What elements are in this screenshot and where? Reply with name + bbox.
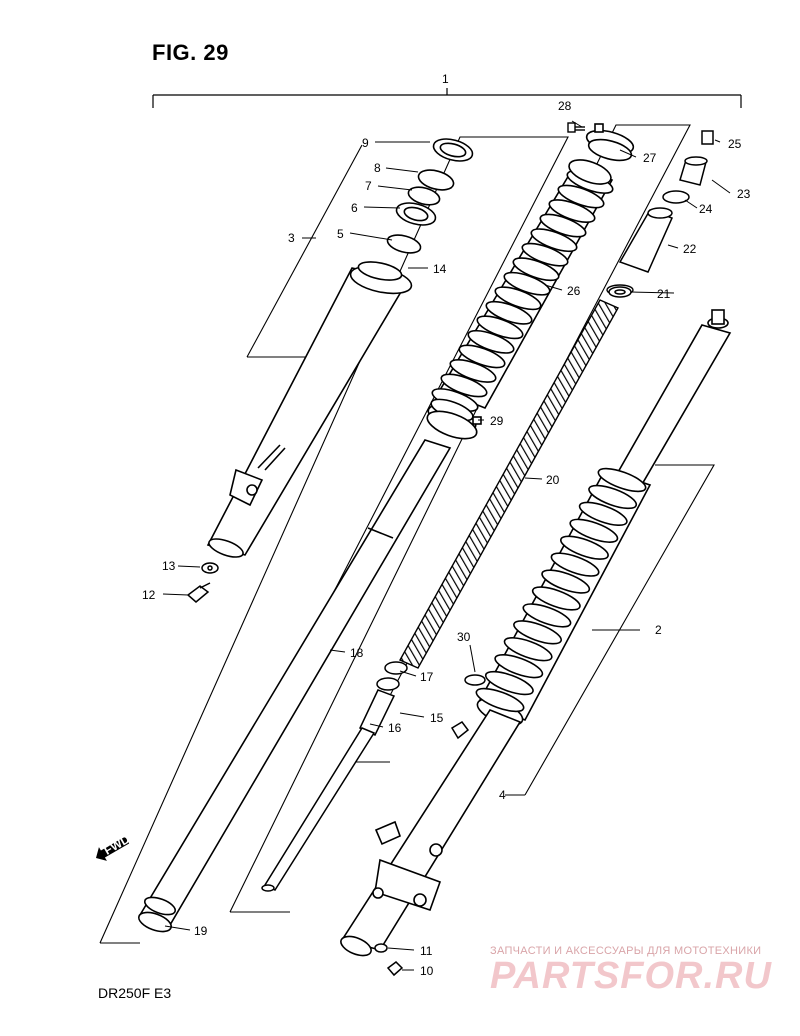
boot-fold xyxy=(503,637,553,662)
callout-20: 20 xyxy=(546,473,560,487)
boot-fold xyxy=(521,242,569,267)
drain-bolt-and-washer xyxy=(186,562,219,603)
figure-title: FIG. 29 xyxy=(152,40,229,65)
callout-4: 4 xyxy=(499,788,506,802)
leader-lines xyxy=(162,120,731,971)
watermark-tagline: ЗАПЧАСТИ И АКСЕССУАРЫ ДЛЯ МОТОТЕХНИКИ xyxy=(490,945,762,957)
callout-24: 24 xyxy=(699,202,713,216)
callout-16: 16 xyxy=(388,721,402,735)
boot-fold xyxy=(597,467,647,493)
callout-numbers: 1 2 3 4 5 6 7 8 9 10 11 12 13 14 15 16 1… xyxy=(142,72,751,978)
boot-clamp-30 xyxy=(450,674,486,740)
boot-fold xyxy=(539,213,587,238)
boot-fold xyxy=(550,552,600,577)
boot-fold xyxy=(569,518,619,543)
callout-10: 10 xyxy=(420,964,434,978)
boot-clamp-lower xyxy=(426,410,482,440)
callout-5: 5 xyxy=(337,227,344,241)
callout-13: 13 xyxy=(162,559,176,573)
left-outer-tube xyxy=(206,261,413,558)
boot-fold xyxy=(440,373,488,398)
callout-22: 22 xyxy=(683,242,697,256)
boot-fold xyxy=(531,586,581,611)
damper-rod xyxy=(261,661,408,892)
callout-25: 25 xyxy=(728,137,742,151)
boot-fold xyxy=(467,329,515,354)
callout-28: 28 xyxy=(558,99,572,113)
boot-fold xyxy=(503,271,551,296)
callout-27: 27 xyxy=(643,151,657,165)
model-label: DR250F E3 xyxy=(98,985,172,1001)
callout-15: 15 xyxy=(430,711,444,725)
callout-18: 18 xyxy=(350,646,364,660)
callout-17: 17 xyxy=(420,670,434,684)
boot-fold xyxy=(494,653,544,679)
callout-7: 7 xyxy=(365,179,372,193)
callout-14: 14 xyxy=(433,262,447,276)
boot-fold xyxy=(522,603,572,628)
boot-fold xyxy=(458,344,506,369)
boot-fold xyxy=(475,687,525,713)
callout-23: 23 xyxy=(737,187,751,201)
callout-8: 8 xyxy=(374,161,381,175)
group-frame-inner-tube xyxy=(99,136,569,944)
assembly-bracket-1 xyxy=(152,88,742,108)
group-frame-right-leg xyxy=(505,464,715,796)
cap-bolt-assembly xyxy=(662,130,714,204)
boot-fold xyxy=(530,228,578,253)
boot-fold xyxy=(449,359,497,383)
watermark-logo: PARTSFOR.RU xyxy=(490,955,772,997)
boot-fold xyxy=(485,300,533,325)
seal-stack xyxy=(386,138,474,254)
boot-fold xyxy=(588,484,638,510)
boot-fold xyxy=(560,535,609,560)
callout-30: 30 xyxy=(457,630,471,644)
axle-bolt-and-washer xyxy=(374,943,404,977)
callout-29: 29 xyxy=(490,414,504,428)
right-fork-leg xyxy=(340,309,732,957)
callout-6: 6 xyxy=(351,201,358,215)
boot-fold xyxy=(512,257,560,282)
boot-fold xyxy=(541,569,591,594)
callout-12: 12 xyxy=(142,588,156,602)
callout-11: 11 xyxy=(420,944,433,958)
callout-9: 9 xyxy=(362,136,369,150)
inner-tube xyxy=(137,439,452,933)
callout-2: 2 xyxy=(655,623,662,637)
boot-fold xyxy=(557,184,605,209)
callout-1: 1 xyxy=(442,72,449,86)
fwd-label: FWD xyxy=(102,832,133,858)
callout-21: 21 xyxy=(657,287,671,301)
boot-fold xyxy=(476,315,524,340)
boot-fold xyxy=(494,286,542,311)
callout-19: 19 xyxy=(194,924,208,938)
boot-fold xyxy=(484,670,534,696)
callout-26: 26 xyxy=(567,284,581,298)
boot-fold xyxy=(513,620,562,645)
boot-clamp-upper xyxy=(585,123,635,162)
fork-boot-left xyxy=(427,159,614,432)
boot-fold xyxy=(578,501,628,527)
clamp-screw xyxy=(567,122,585,133)
fwd-arrow: FWD xyxy=(96,832,133,861)
callout-3: 3 xyxy=(288,231,295,245)
boot-fold xyxy=(548,199,596,223)
spacer-and-seat xyxy=(608,207,674,298)
